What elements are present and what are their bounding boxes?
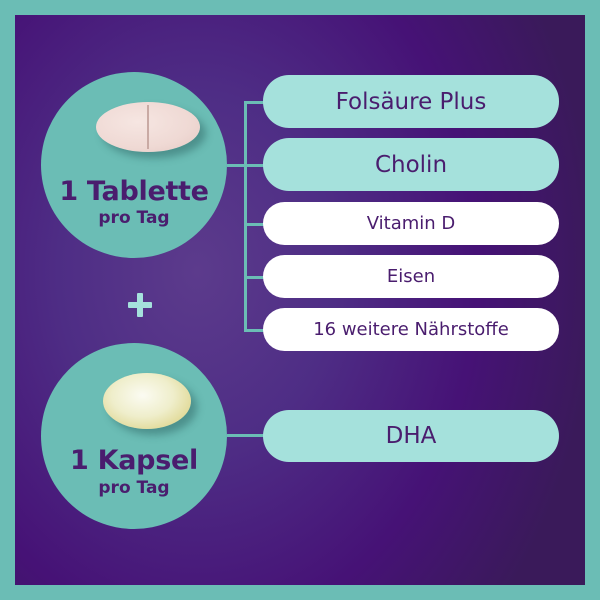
connector-branch-2 [244, 164, 264, 167]
capsule-dose-subtitle: pro Tag [98, 478, 170, 498]
tablet-circle: 1 Tablette pro Tag [41, 72, 227, 258]
capsule-connector [227, 434, 264, 437]
nutrient-pill-weitere-naehrstoffe: 16 weitere Nährstoffe [263, 308, 559, 351]
nutrient-pill-cholin: Cholin [263, 138, 559, 191]
tablet-connector-trunk [244, 101, 247, 332]
nutrient-pill-folsaeure-plus: Folsäure Plus [263, 75, 559, 128]
nutrient-pill-dha: DHA [263, 410, 559, 462]
capsule-circle: 1 Kapsel pro Tag [41, 343, 227, 529]
capsule-dose-title: 1 Kapsel [70, 445, 198, 476]
connector-branch-4 [244, 276, 264, 279]
infographic-panel: 1 Tablette pro Tag Folsäure Plus Cholin … [15, 15, 585, 585]
tablet-dose-title: 1 Tablette [59, 176, 209, 207]
tablet-pill-icon [96, 102, 200, 152]
nutrient-pill-vitamin-d: Vitamin D [263, 202, 559, 245]
tablet-connector-horizontal [227, 164, 247, 167]
softgel-capsule-icon [103, 373, 191, 429]
tablet-dose-subtitle: pro Tag [98, 208, 170, 228]
nutrient-pill-eisen: Eisen [263, 255, 559, 298]
connector-branch-3 [244, 223, 264, 226]
plus-icon [128, 293, 152, 317]
connector-branch-5 [244, 329, 264, 332]
connector-branch-1 [244, 101, 264, 104]
